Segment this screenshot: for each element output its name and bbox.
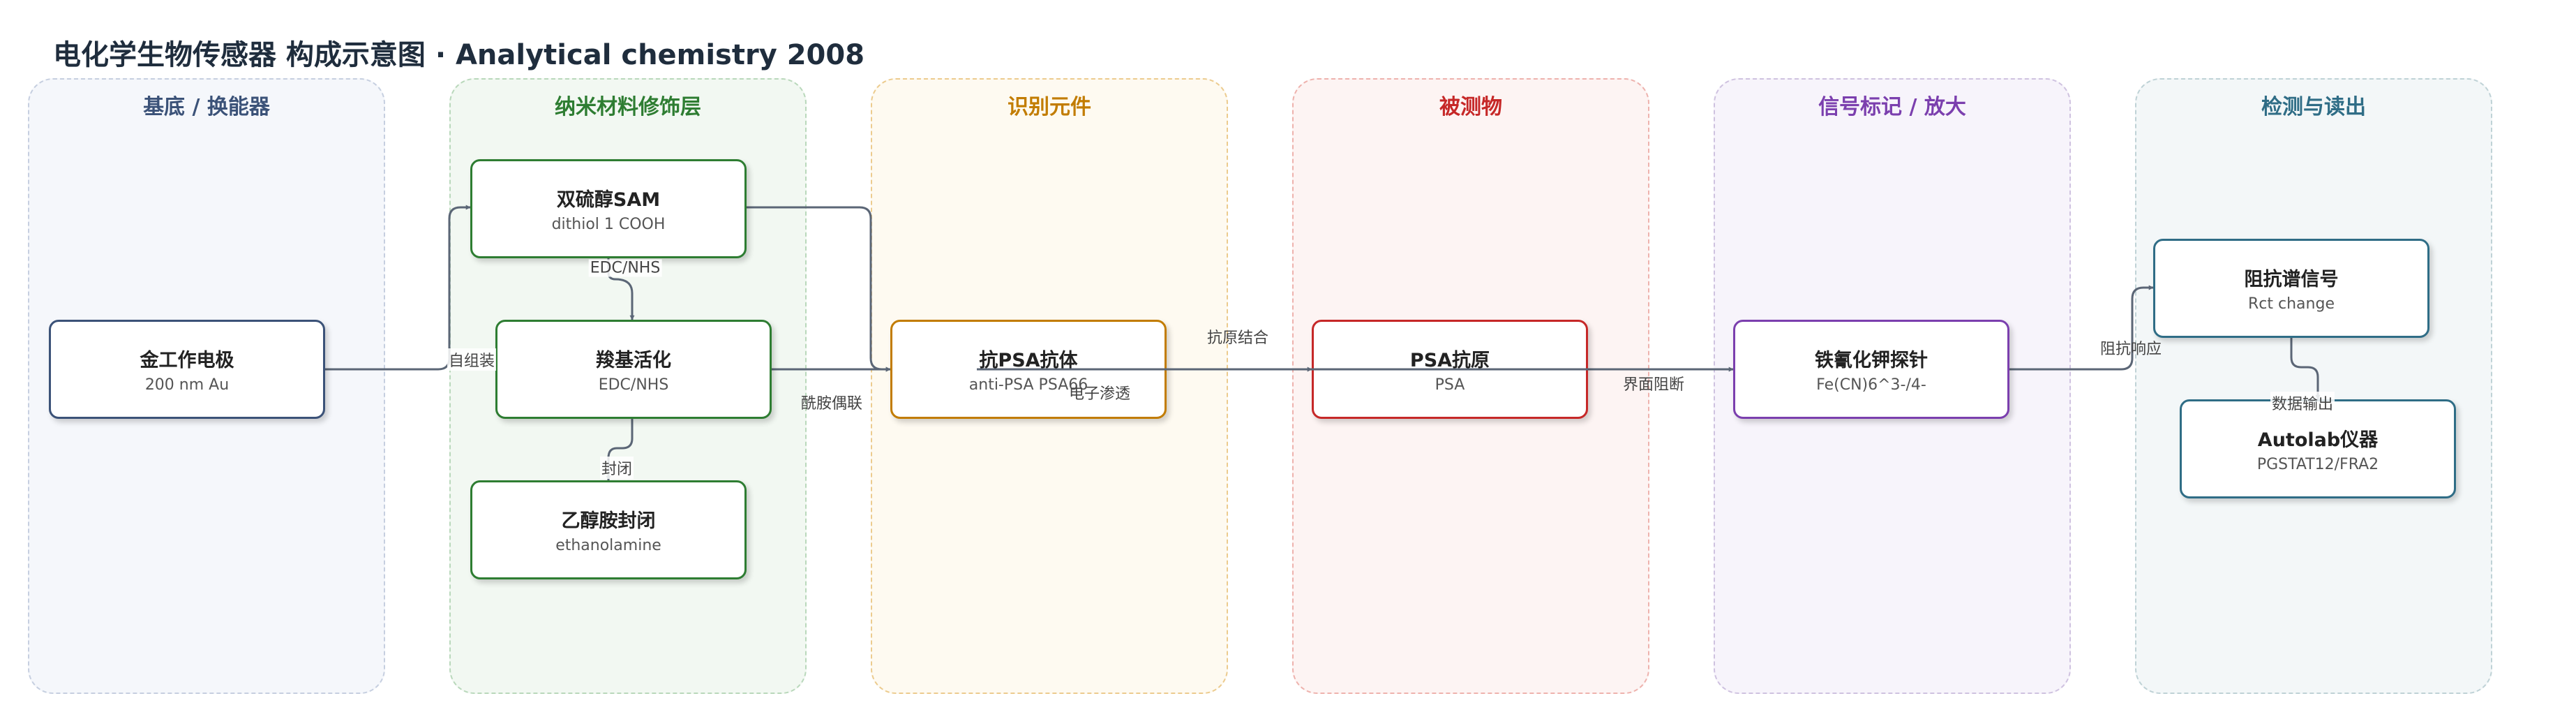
edge-label-impedance-response: 阻抗响应 [2099, 341, 2162, 358]
node-ferricyanide-probe: 铁氰化钾探针 Fe(CN)6^3-/4- [1733, 320, 2009, 419]
node-title: Autolab仪器 [2257, 429, 2379, 451]
node-impedance-signal: 阻抗谱信号 Rct change [2153, 239, 2429, 338]
node-dithiol-sam: 双硫醇SAM dithiol 1 COOH [470, 159, 747, 258]
node-title: 羧基活化 [596, 350, 671, 371]
diagram-title: 电化学生物传感器 构成示意图 · Analytical chemistry 20… [53, 39, 865, 71]
node-subtitle: Rct change [2248, 295, 2335, 313]
edge-label-interface-blocking: 界面阻断 [1622, 376, 1685, 394]
edge-carboxyl-to-block [606, 419, 634, 481]
node-subtitle: PGSTAT12/FRA2 [2256, 456, 2379, 473]
node-carboxyl-activation: 羧基活化 EDC/NHS [495, 320, 772, 419]
node-title: 金工作电极 [140, 350, 234, 371]
lane-title-nano: 纳米材料修饰层 [555, 95, 701, 119]
edge-label-edc-nhs: EDC/NHS [588, 259, 662, 277]
node-subtitle: Fe(CN)6^3-/4- [1816, 376, 1926, 394]
edge-label-amide-coupling: 酰胺偶联 [800, 395, 863, 413]
node-title: 阻抗谱信号 [2244, 269, 2339, 290]
lane-title-recognition: 识别元件 [1008, 95, 1091, 119]
edge-label-self-assembly: 自组装 [447, 348, 497, 371]
node-title: 铁氰化钾探针 [1815, 350, 1928, 371]
edge-label-electron-penetration: 电子渗透 [1068, 385, 1131, 403]
node-title: 抗PSA抗体 [979, 350, 1078, 371]
node-subtitle: anti-PSA PSA66 [968, 376, 1088, 394]
lane-title-signal: 信号标记 / 放大 [1818, 95, 1966, 119]
edge-label-antigen-binding: 抗原结合 [1206, 330, 1269, 347]
node-anti-psa-antibody: 抗PSA抗体 anti-PSA PSA66 [890, 320, 1167, 419]
edge-probe-to-impedance [2009, 285, 2154, 371]
lane-title-analyte: 被测物 [1439, 95, 1502, 119]
node-gold-electrode: 金工作电极 200 nm Au [49, 320, 325, 419]
edge-label-data-output: 数据输出 [2270, 392, 2335, 414]
node-title: 乙醇胺封闭 [561, 510, 656, 532]
lane-title-detection: 检测与读出 [2261, 95, 2366, 119]
lane-title-substrate: 基底 / 换能器 [143, 95, 270, 119]
lane-detection: 检测与读出 [2135, 78, 2492, 694]
node-ethanolamine-block: 乙醇胺封闭 ethanolamine [470, 480, 747, 579]
node-title: PSA抗原 [1409, 350, 1490, 371]
node-title: 双硫醇SAM [556, 189, 661, 211]
node-psa-antigen: PSA抗原 PSA [1312, 320, 1588, 419]
node-subtitle: dithiol 1 COOH [551, 216, 666, 233]
node-subtitle: ethanolamine [555, 537, 661, 554]
edge-label-blocking: 封闭 [599, 457, 634, 479]
edge-impedance-to-autolab [2290, 338, 2321, 400]
edge-gold-to-sam [325, 205, 471, 371]
node-autolab-instrument: Autolab仪器 PGSTAT12/FRA2 [2180, 399, 2456, 498]
node-subtitle: PSA [1435, 376, 1465, 394]
node-subtitle: 200 nm Au [144, 376, 230, 394]
node-subtitle: EDC/NHS [598, 376, 669, 394]
